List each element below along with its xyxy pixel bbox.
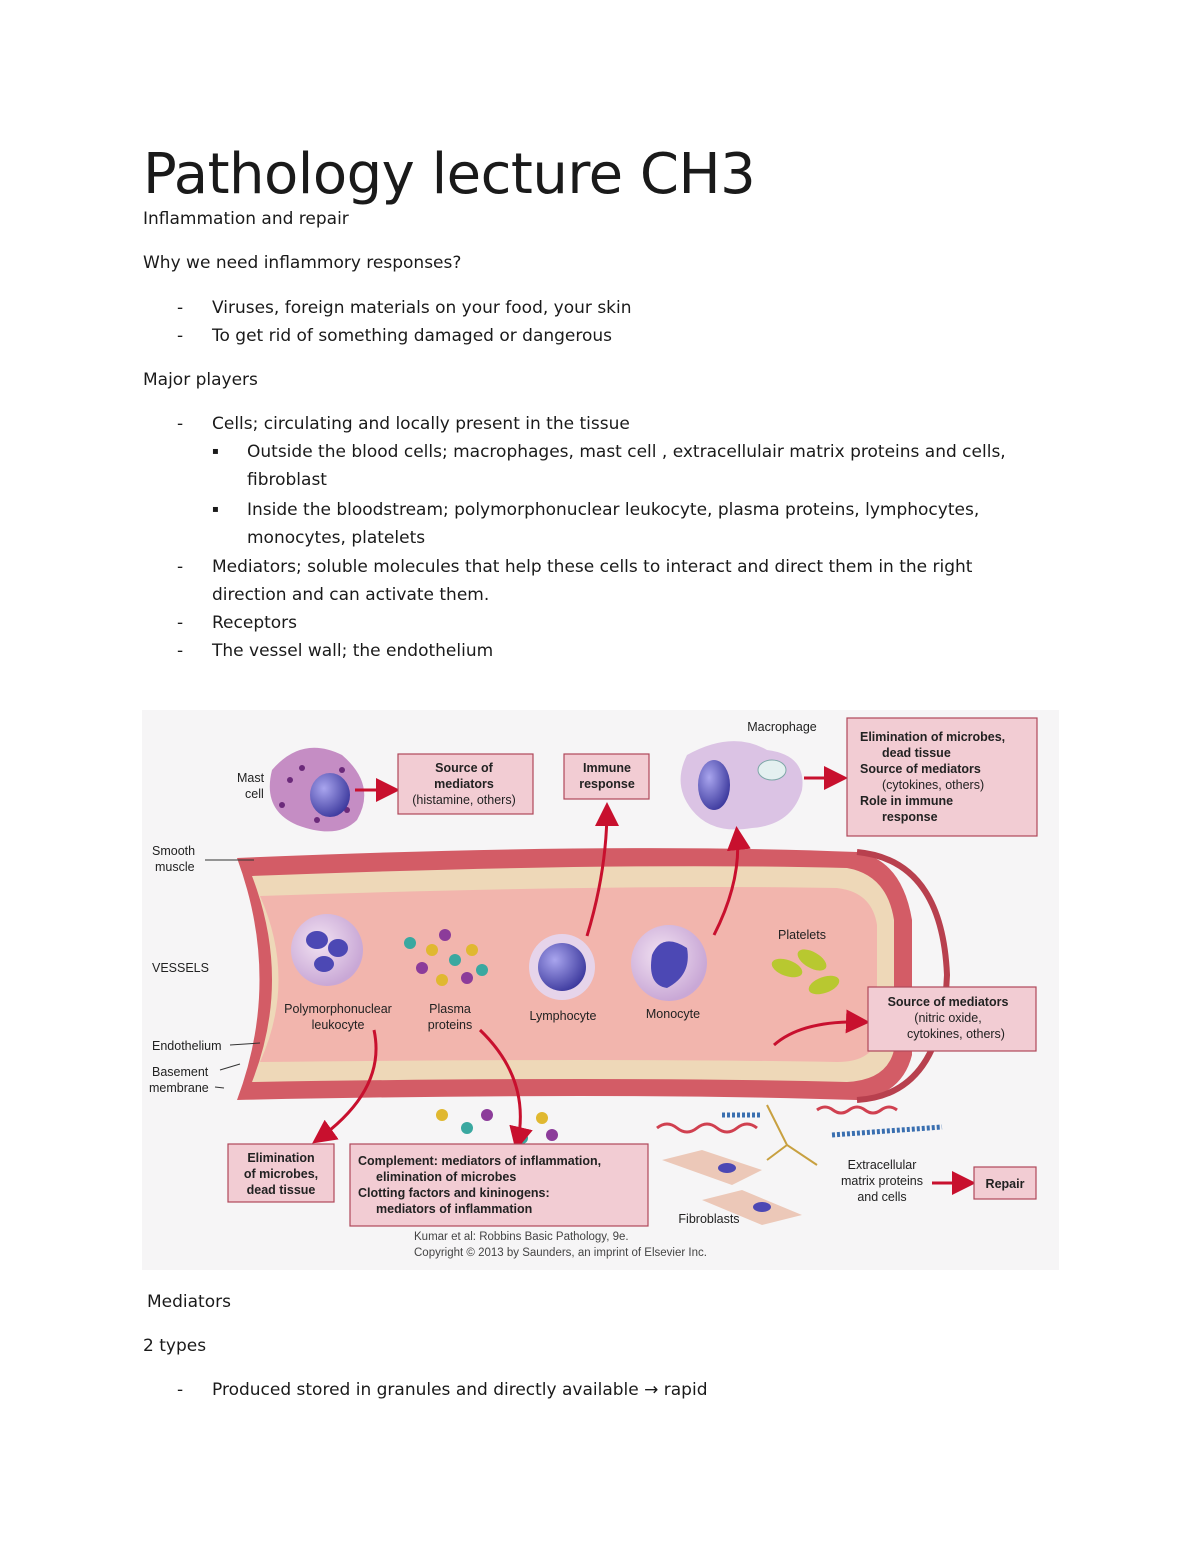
label-ecm-3: and cells [857,1190,906,1204]
lymphocyte-illustration [529,934,595,1000]
label-mast-cell: cell [245,787,264,801]
label-leukocyte: leukocyte [312,1018,365,1032]
section-heading: Major players [143,370,258,390]
label-muscle: muscle [155,860,195,874]
box-text: cytokines, others) [907,1027,1005,1041]
document-subtitle: Inflammation and repair [143,209,349,229]
box-text: Complement: mediators of inflammation, [358,1154,601,1168]
leader-lines [205,859,261,1089]
box-repair [973,1166,1037,1200]
fibroblasts-illustration [656,1104,943,1225]
box-text: Elimination of microbes, [860,730,1005,744]
box-text: dead tissue [247,1183,316,1197]
box-text: Role in immune [860,794,953,808]
section-heading: 2 types [143,1336,207,1356]
list-dash: - [177,613,184,633]
box-text: Immune [583,761,631,775]
sublist-item-continuation: monocytes, platelets [247,528,426,548]
mast-cell-illustration [269,747,365,832]
list-item: Receptors [212,613,298,633]
box-source-mediators-mast [397,753,534,815]
box-text: response [579,777,635,791]
box-text: Repair [986,1177,1025,1191]
box-text: elimination of microbes [376,1170,516,1184]
label-pmn: Polymorphonuclear [284,1002,392,1016]
box-text: Source of [435,761,493,775]
list-item: Mediators; soluble molecules that help t… [212,557,973,577]
box-elimination [227,1143,335,1203]
pmn-illustration [291,914,363,986]
figure-arrows [312,766,976,1195]
list-item: The vessel wall; the endothelium [212,641,494,661]
box-text: Elimination [247,1151,314,1165]
box-text: Source of mediators [860,762,981,776]
label-monocyte: Monocyte [646,1007,700,1021]
question-text: Why we need inflammory responses? [143,253,462,273]
inflammation-figure: Mast cell Smooth muscle VESSELS Endothel… [142,710,1059,1270]
platelets-illustration [771,949,840,995]
list-item: Viruses, foreign materials on your food,… [212,298,632,318]
list-item: Cells; circulating and locally present i… [212,414,630,434]
box-text: response [882,810,938,824]
callout-boxes [227,717,1038,1227]
list-item: Produced stored in granules and directly… [212,1380,708,1400]
label-proteins: proteins [428,1018,472,1032]
list-dash: - [177,557,184,577]
label-ecm-1: Extracellular [848,1158,917,1172]
sublist-item: Outside the blood cells; macrophages, ma… [247,442,1006,462]
label-ecm-2: matrix proteins [841,1174,923,1188]
box-macrophage-roles [846,717,1038,837]
label-macrophage: Macrophage [747,720,817,734]
sublist-item-continuation: fibroblast [247,470,327,490]
box-source-mediators-endothelium [867,986,1037,1052]
label-basement: Basement [152,1065,209,1079]
figure-credit: Kumar et al: Robbins Basic Pathology, 9e… [414,1231,629,1243]
box-immune-response [563,753,650,800]
box-text: (nitric oxide, [914,1011,981,1025]
box-text: of microbes, [244,1167,318,1181]
box-text: (cytokines, others) [882,778,984,792]
box-text: mediators [434,777,494,791]
list-dash: - [177,298,184,318]
box-text: Clotting factors and kininogens: [358,1186,550,1200]
box-text: (histamine, others) [412,793,516,807]
box-text: mediators of inflammation [376,1202,532,1216]
sublist-bullet: ▪ [212,504,219,515]
label-lymphocyte: Lymphocyte [530,1009,597,1023]
macrophage-illustration [680,741,803,830]
monocyte-illustration [631,925,707,1001]
list-dash: - [177,1380,184,1400]
document-title: Pathology lecture CH3 [143,142,756,207]
list-item: To get rid of something damaged or dange… [212,326,613,346]
section-heading: Mediators [147,1292,231,1312]
figure-copyright: Copyright © 2013 by Saunders, an imprint… [414,1247,707,1259]
sublist-item: Inside the bloodstream; polymorphonuclea… [247,500,980,520]
label-smooth: Smooth [152,844,195,858]
sublist-bullet: ▪ [212,446,219,457]
list-dash: - [177,414,184,434]
label-membrane: membrane [149,1081,209,1095]
box-text: dead tissue [882,746,951,760]
label-platelets: Platelets [778,928,826,942]
box-text: Source of mediators [888,995,1009,1009]
label-endothelium: Endothelium [152,1039,222,1053]
list-item-continuation: direction and can activate them. [212,585,490,605]
label-fibroblasts: Fibroblasts [678,1212,739,1226]
plasma-proteins-illustration [404,929,488,986]
box-complement [349,1143,649,1227]
list-dash: - [177,326,184,346]
label-mast: Mast [237,771,265,785]
label-plasma: Plasma [429,1002,471,1016]
label-vessels: VESSELS [152,961,209,975]
list-dash: - [177,641,184,661]
